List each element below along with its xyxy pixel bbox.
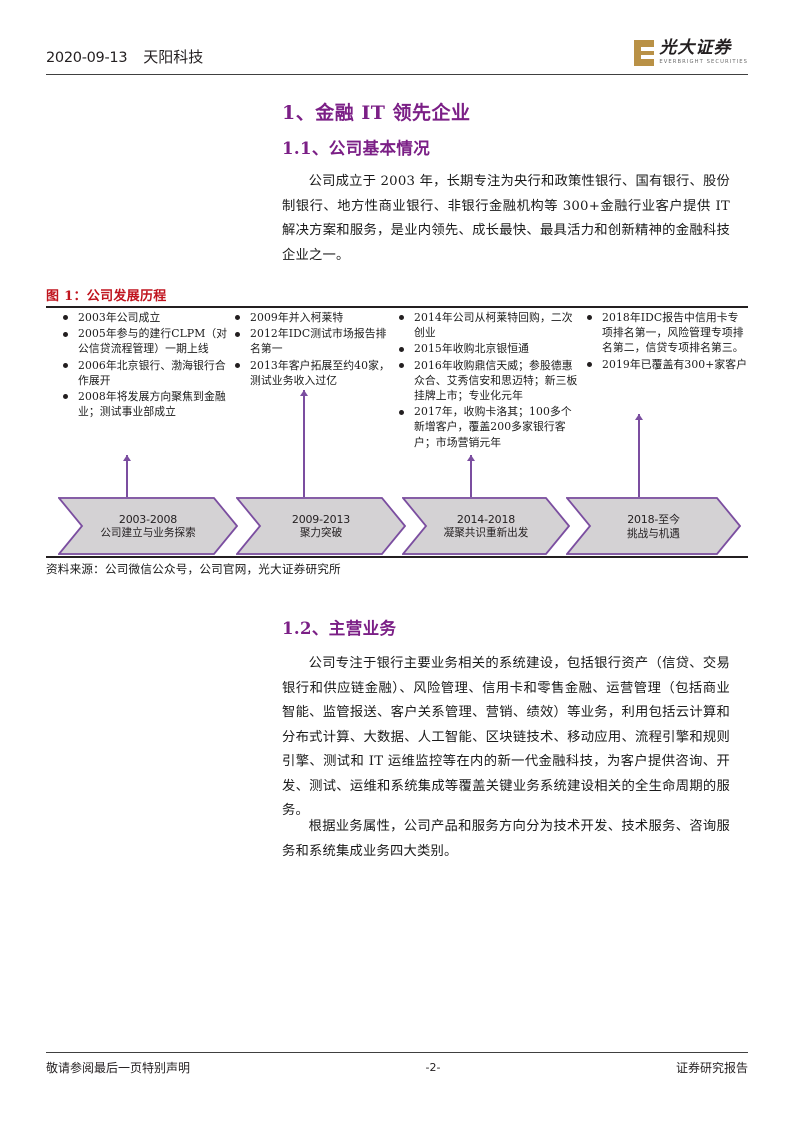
timeline-column-4: 2018年IDC报告中信用卡专项排名第一，风险管理专项排名第二，信贷专项排名第三…	[586, 310, 748, 373]
list-item: 2014年公司从柯莱特回购，二次创业	[398, 310, 580, 340]
connector-arrow-4	[635, 414, 643, 497]
figure-bottom-rule	[46, 556, 748, 558]
figure-top-rule	[46, 306, 748, 308]
list-item: 2005年参与的建行CLPM（对公信贷流程管理）一期上线	[62, 326, 230, 356]
stage-chevron-2: 2009-2013 聚力突破	[236, 497, 406, 555]
section-heading-1-1: 1.1、公司基本情况	[282, 139, 431, 158]
connector-arrow-3	[467, 455, 475, 497]
list-item: 2009年并入柯莱特	[234, 310, 394, 325]
list-item: 2008年将发展方向聚焦到金融业；测试事业部成立	[62, 389, 230, 419]
list-item: 2017年，收购卡洛其；100多个新增客户，覆盖200多家银行客户；市场营销元年	[398, 404, 580, 450]
list-item: 2019年已覆盖有300+家客户	[586, 357, 748, 372]
header-divider	[46, 74, 748, 75]
stage-label: 凝聚共识重新出发	[443, 526, 529, 539]
stage-period: 2009-2013	[291, 512, 351, 526]
timeline-column-1: 2003年公司成立 2005年参与的建行CLPM（对公信贷流程管理）一期上线 2…	[62, 310, 230, 420]
list-item: 2012年IDC测试市场报告排名第一	[234, 326, 394, 356]
logo-english-name: EVERBRIGHT SECURITIES	[659, 59, 748, 66]
list-item: 2013年客户拓展至约40家，测试业务收入过亿	[234, 358, 394, 388]
page-number: -2-	[425, 1061, 441, 1074]
list-item: 2016年收购鼎信天威；参股德惠众合、艾秀信安和思迈特；新三板挂牌上市；专业化元…	[398, 358, 580, 404]
connector-arrow-1	[123, 455, 131, 497]
figure-1-bullet-columns: 2003年公司成立 2005年参与的建行CLPM（对公信贷流程管理）一期上线 2…	[46, 310, 748, 485]
list-item: 2003年公司成立	[62, 310, 230, 325]
header-left-group: 2020-09-13 天阳科技	[46, 46, 203, 67]
paragraph-business-categories: 根据业务属性，公司产品和服务方向分为技术开发、技术服务、咨询服务和系统集成业务四…	[282, 819, 730, 859]
page-footer: 敬请参阅最后一页特别声明 -2- 证券研究报告	[46, 1059, 748, 1076]
stage-label: 公司建立与业务探索	[100, 526, 196, 539]
logo-text-group: 光大证券 EVERBRIGHT SECURITIES	[659, 40, 748, 65]
stage-label: 聚力突破	[299, 526, 343, 539]
section-heading-1: 1、金融 IT 领先企业	[282, 102, 471, 124]
footer-report-type: 证券研究报告	[675, 1061, 748, 1075]
figure-1-stage-chevrons: 2003-2008 公司建立与业务探索 2009-2013 聚力突破 2014-…	[58, 497, 748, 555]
company-name: 天阳科技	[143, 48, 204, 66]
logo-e-mark-icon	[634, 40, 655, 66]
footer-divider	[46, 1052, 748, 1053]
report-date: 2020-09-13	[46, 50, 128, 66]
timeline-column-3: 2014年公司从柯莱特回购，二次创业 2015年收购北京银恒通 2016年收购鼎…	[398, 310, 580, 451]
logo-chinese-name: 光大证券	[659, 38, 732, 59]
list-item: 2015年收购北京银恒通	[398, 341, 580, 356]
stage-period: 2014-2018	[456, 512, 516, 526]
page-header: 2020-09-13 天阳科技 光大证券 EVERBRIGHT SECURITI…	[46, 40, 748, 84]
stage-label: 挑战与机遇	[627, 528, 680, 540]
figure-1-caption: 图 1：公司发展历程	[46, 289, 167, 304]
stage-period: 2003-2008	[118, 512, 178, 526]
paragraph-main-business: 公司专注于银行主要业务相关的系统建设，包括银行资产（信贷、交易银行和供应链金融）…	[282, 656, 730, 818]
list-item: 2006年北京银行、渤海银行合作展开	[62, 358, 230, 388]
paragraph-company-overview: 公司成立于 2003 年，长期专注为央行和政策性银行、国有银行、股份制银行、地方…	[282, 174, 730, 263]
connector-arrow-2	[300, 390, 308, 497]
footer-disclaimer: 敬请参阅最后一页特别声明	[46, 1061, 191, 1075]
figure-1-source: 资料来源：公司微信公众号，公司官网，光大证券研究所	[46, 562, 341, 576]
stage-chevron-3: 2014-2018 凝聚共识重新出发	[402, 497, 570, 555]
section-heading-1-2: 1.2、主营业务	[282, 619, 397, 638]
stage-chevron-1: 2003-2008 公司建立与业务探索	[58, 497, 238, 555]
stage-period: 2018-至今	[627, 513, 680, 526]
timeline-column-2: 2009年并入柯莱特 2012年IDC测试市场报告排名第一 2013年客户拓展至…	[234, 310, 394, 389]
stage-chevron-4: 2018-至今 挑战与机遇	[566, 497, 741, 555]
list-item: 2018年IDC报告中信用卡专项排名第一，风险管理专项排名第二，信贷专项排名第三…	[586, 310, 748, 356]
everbright-securities-logo: 光大证券 EVERBRIGHT SECURITIES	[634, 40, 748, 66]
